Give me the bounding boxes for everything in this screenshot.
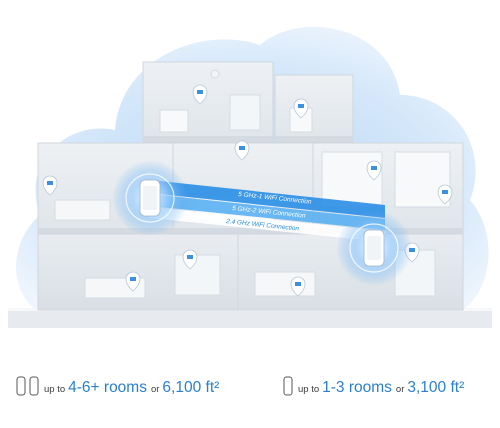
pin-icon [290,276,306,297]
coverage-two-units: up to 4-6+ rooms or 6,100 ft² [16,372,223,397]
band-5ghz-2 [150,194,385,230]
one-mesh-unit-icon [283,376,293,396]
coverage-prefix: up to [44,384,66,395]
coverage-joiner: or [150,384,160,395]
two-mesh-units-icon [16,376,39,396]
pin-icon [42,175,58,196]
coverage-area: 3,100 ft² [407,379,465,396]
pin-icon [192,84,208,105]
coverage-rooms: 1-3 rooms [322,379,392,396]
band-5ghz-1 [150,180,385,218]
coverage-area: 6,100 ft² [162,379,220,396]
house-coverage-illustration: 5 GHz-1 WiFi Connection 5 GHz-2 WiFi Con… [8,26,492,328]
coverage-rooms: 4-6+ rooms [68,379,147,396]
pin-icon [234,140,250,161]
coverage-summary: up to 4-6+ rooms or 6,100 ft² up to 1-3 … [0,362,500,402]
coverage-one-unit: up to 1-3 rooms or 3,100 ft² [283,372,468,397]
band-2-4ghz [150,207,385,242]
wifi-bands: 5 GHz-1 WiFi Connection 5 GHz-2 WiFi Con… [150,180,385,242]
house-base [8,310,492,328]
pin-icon [366,160,382,181]
mesh-unit-right [336,210,412,286]
pin-icon [182,249,198,270]
coverage-joiner: or [395,384,405,395]
device-pins [42,84,453,297]
top-floor [142,61,354,143]
mesh-unit-left [112,160,188,236]
pin-icon [437,184,453,205]
pin-icon [125,271,141,292]
pin-icon [293,98,309,119]
coverage-prefix: up to [298,384,320,395]
